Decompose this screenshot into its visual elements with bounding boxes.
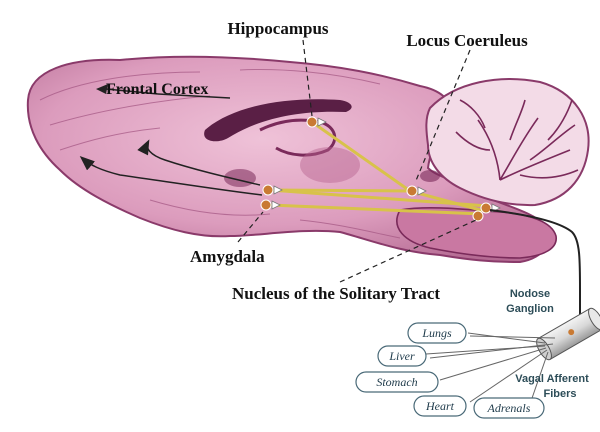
label-nodose-line1: Nodose: [510, 288, 550, 300]
organ-lungs: Lungs: [408, 323, 466, 343]
label-nts: Nucleus of the Solitary Tract: [232, 284, 440, 303]
label-amygdala: Amygdala: [190, 247, 265, 266]
label-frontal-cortex: Frontal Cortex: [106, 81, 208, 98]
svg-text:Heart: Heart: [425, 399, 455, 413]
label-vagal-line2: Fibers: [543, 388, 576, 400]
organ-liver: Liver: [378, 346, 426, 366]
svg-text:Stomach: Stomach: [376, 375, 417, 389]
label-hippocampus: Hippocampus: [227, 19, 328, 38]
svg-text:Adrenals: Adrenals: [487, 401, 531, 415]
label-vagal-line1: Vagal Afferent: [515, 373, 589, 385]
lc-region: [420, 170, 440, 182]
organ-adrenals: Adrenals: [474, 398, 544, 418]
label-nodose-line2: Ganglion: [506, 303, 554, 315]
thalamus-region: [300, 147, 360, 183]
label-locus-coeruleus: Locus Coeruleus: [406, 31, 528, 50]
afferent-fibers: [426, 333, 555, 404]
organ-stomach: Stomach: [356, 372, 438, 392]
organ-heart: Heart: [414, 396, 466, 416]
neuron-nts-2: [473, 211, 483, 221]
svg-text:Liver: Liver: [388, 349, 415, 363]
svg-text:Lungs: Lungs: [421, 326, 452, 340]
